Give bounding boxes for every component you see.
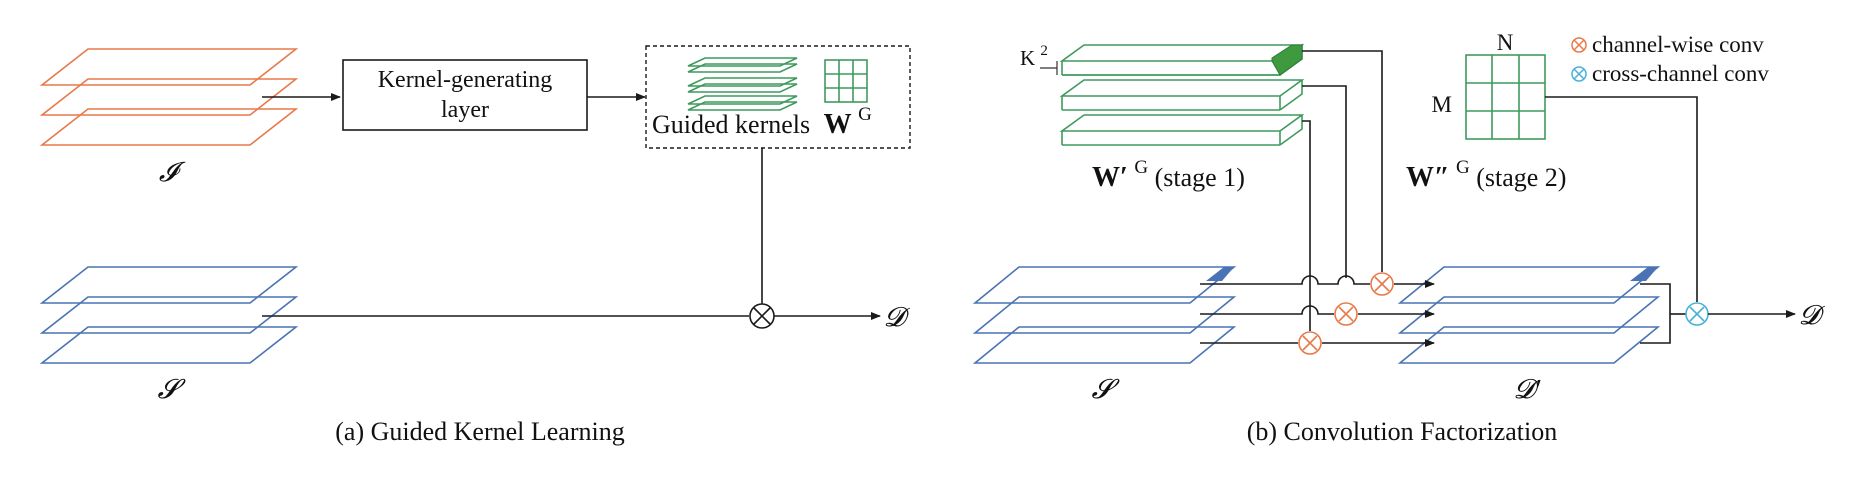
feature-wire-middle xyxy=(1200,305,1334,315)
kernel-wire-bottom xyxy=(1302,120,1311,331)
source-label-a: 𝓢 xyxy=(158,374,187,404)
guided-kernel-stack-icon xyxy=(687,57,798,111)
legend-cross-channel-icon xyxy=(1571,66,1587,82)
kgl-line1: Kernel-generating xyxy=(378,67,553,93)
guided-kernels-sup: G xyxy=(858,104,872,125)
stage2-sup: G xyxy=(1456,157,1470,178)
multiply-operator xyxy=(749,303,775,329)
output-label-a: 𝓓 xyxy=(884,302,910,332)
kernel-wire-middle xyxy=(1302,85,1347,278)
kernel-generating-layer-box xyxy=(342,59,588,131)
legend: channel-wise conv cross-channel conv xyxy=(1571,32,1769,86)
k2-bracket xyxy=(1040,61,1058,75)
caption-a: (a) Guided Kernel Learning xyxy=(335,417,624,446)
k2-sup: 2 xyxy=(1040,43,1048,59)
collector-bracket xyxy=(1640,283,1671,344)
output-label-b: 𝓓 xyxy=(1799,300,1825,330)
stage2-wire xyxy=(1545,96,1698,302)
guided-kernels-symbol: W xyxy=(824,109,852,140)
stage1-label: W′ G (stage 1) xyxy=(1092,150,1245,193)
stage2-kernel-grid xyxy=(1465,54,1546,140)
guided-kernels-text: Guided kernels xyxy=(652,110,810,139)
guided-kernels-label: Guided kernels W G xyxy=(652,104,872,140)
guided-kernel-grid-icon xyxy=(824,59,868,103)
kgl-line2: layer xyxy=(441,97,489,123)
legend-channel-wise-icon xyxy=(1571,37,1587,53)
caption-b: (b) Convolution Factorization xyxy=(1247,417,1558,446)
channel-wise-op-2 xyxy=(1334,302,1358,326)
guided-kernels-box xyxy=(645,45,911,149)
stage1-text: (stage 1) xyxy=(1155,163,1245,192)
input-label: 𝓘 xyxy=(159,157,186,187)
n-label: N xyxy=(1497,30,1514,55)
source-highlight-corner xyxy=(1206,267,1234,281)
panel-a: 𝓘 Kernel-generating layer Guided kernel xyxy=(39,45,911,446)
channel-wise-op-3 xyxy=(1298,331,1322,355)
kernel-wire-top xyxy=(1302,50,1383,272)
m-label: M xyxy=(1432,92,1452,117)
channel-wise-op-1 xyxy=(1370,272,1394,296)
stage1-kernel-slabs xyxy=(1059,43,1305,146)
k2-label: K 2 xyxy=(1020,43,1048,70)
intermediate-feature-stack xyxy=(1397,266,1661,364)
intermediate-label: 𝓓′ xyxy=(1514,374,1542,404)
k2-base: K xyxy=(1020,46,1035,70)
stage2-symbol: W″ xyxy=(1406,162,1449,193)
stage1-symbol: W′ xyxy=(1092,162,1128,193)
intermediate-highlight-corner xyxy=(1630,267,1658,281)
legend-channel-wise-text: channel-wise conv xyxy=(1592,32,1764,57)
source-label-b: 𝓢 xyxy=(1092,374,1121,404)
cross-channel-op xyxy=(1685,302,1709,326)
feature-wire-top xyxy=(1200,275,1370,285)
source-feature-stack xyxy=(39,266,299,364)
source-feature-stack-b xyxy=(972,266,1237,364)
stage2-text: (stage 2) xyxy=(1476,163,1566,192)
input-feature-stack xyxy=(39,48,299,146)
legend-cross-channel-text: cross-channel conv xyxy=(1592,61,1769,86)
panel-b: K 2 W′ G (stage 1) N M W″ G (stage 2) xyxy=(972,30,1825,446)
stage2-label: W″ G (stage 2) xyxy=(1406,150,1566,193)
stage1-sup: G xyxy=(1134,157,1148,178)
stage1-selected-kernel xyxy=(1271,44,1303,76)
